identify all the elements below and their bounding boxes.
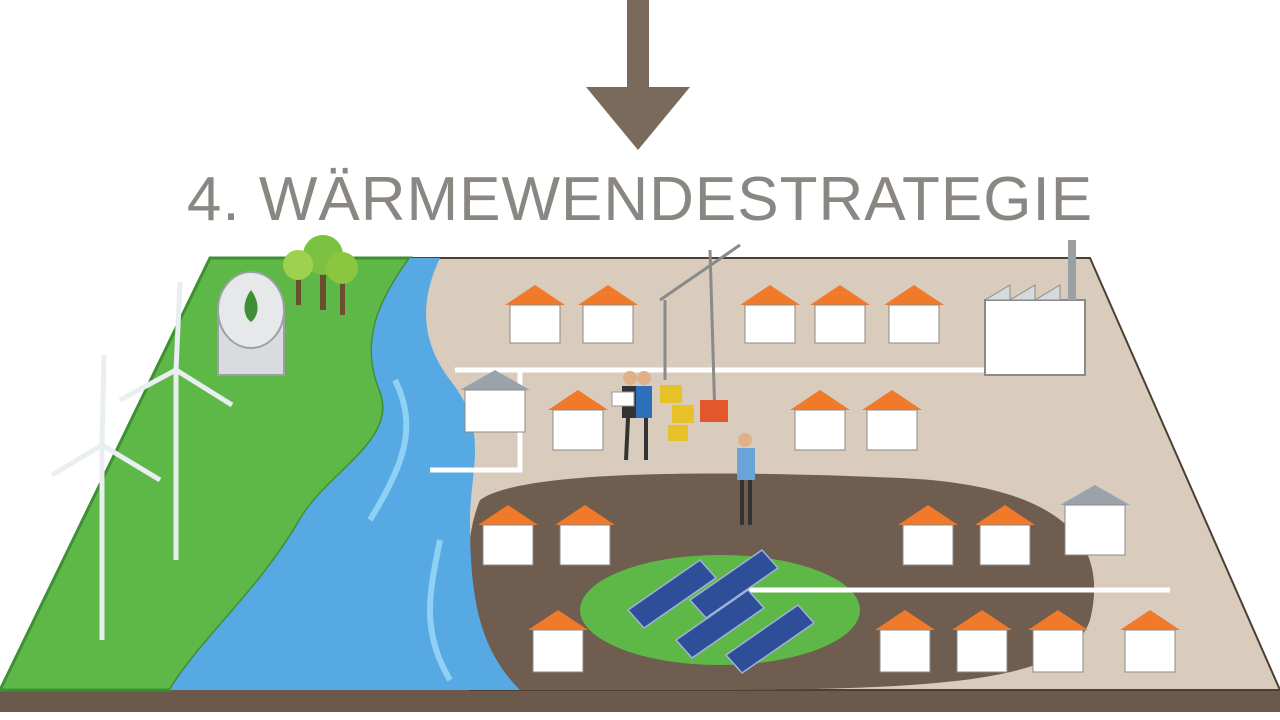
grey-building-icon (460, 370, 1130, 556)
solar-panel-icon (626, 549, 816, 674)
biogas-plant-icon (217, 271, 285, 376)
planner-people-icon (611, 371, 652, 461)
page-title: 4. WÄRMEWENDESTRATEGIE (186, 165, 1094, 234)
down-arrow-icon (586, 0, 690, 150)
crane-icon (659, 243, 741, 421)
material-barrels (660, 385, 694, 441)
surveyor-person-icon (737, 433, 755, 525)
ground-base (0, 690, 1280, 712)
wind-turbine-icon (50, 281, 234, 640)
tree-icon (283, 235, 358, 315)
factory-icon (983, 240, 1086, 376)
house-icon (478, 285, 1180, 673)
